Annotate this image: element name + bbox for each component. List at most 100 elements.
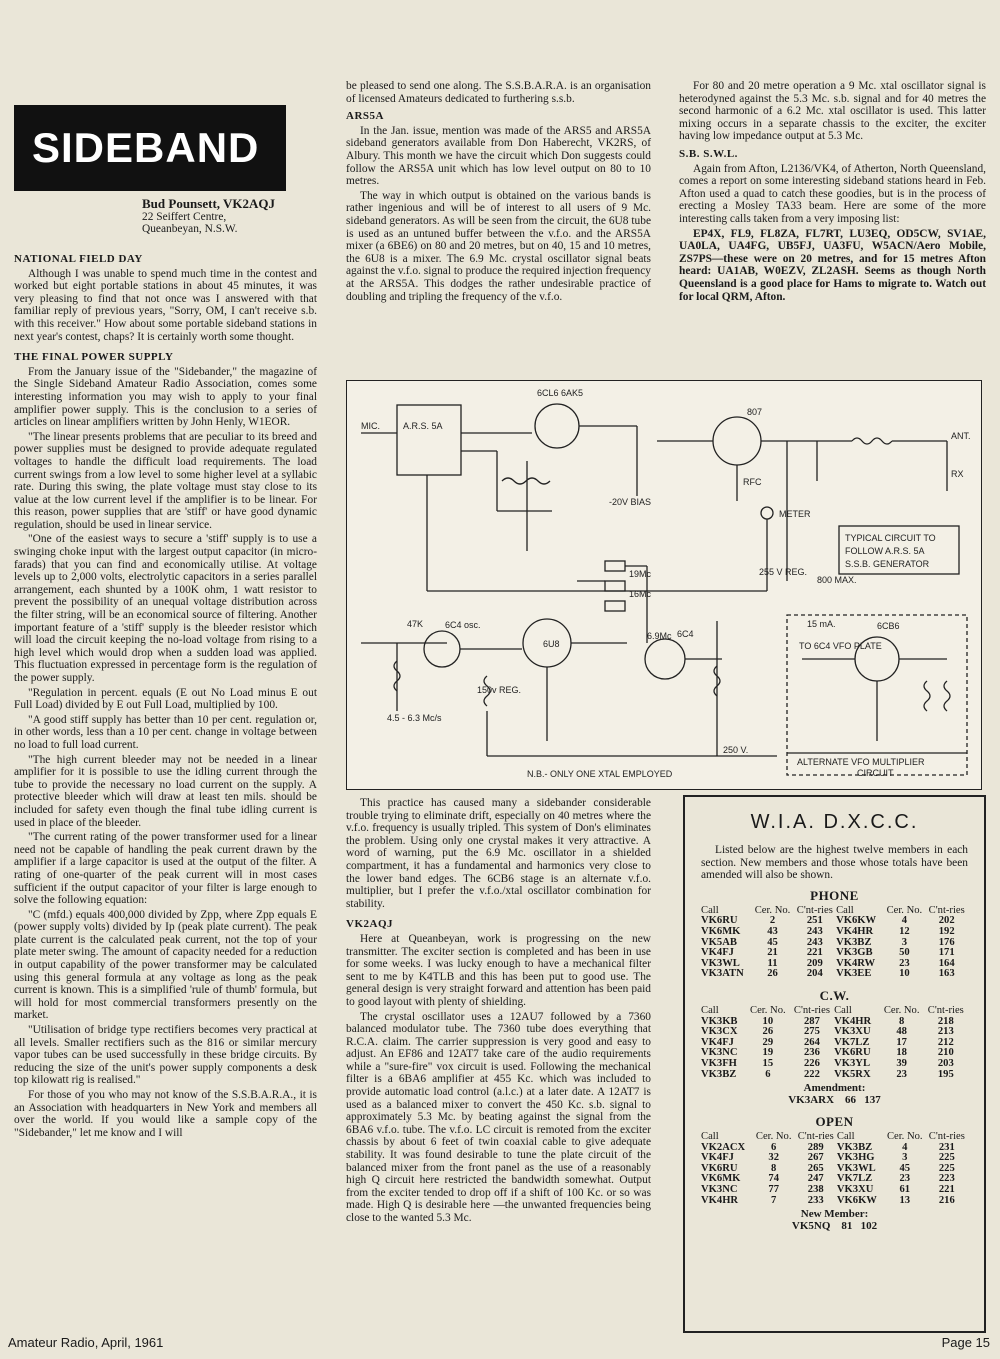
paragraph: From the January issue of the "Sidebande… [14,365,317,429]
table-cell: 225 [938,1162,955,1174]
column-2-bottom: This practice has caused many a sideband… [346,797,651,1227]
table-cell: VK7LZ [834,1036,870,1048]
table-cell: 210 [937,1047,954,1059]
table-cell: 77 [768,1184,779,1196]
table-cell: 8 [899,1015,905,1027]
schematic-label: RX [951,469,964,479]
new-member-countries: 102 [860,1220,878,1233]
column-1: NATIONAL FIELD DAY Although I was unable… [14,248,317,1141]
table-cell: VK2ACX [701,1141,746,1153]
schematic-label: 6C4 [677,629,694,639]
table-cell: 26 [767,968,778,980]
column-header: C'nt-ries [797,1131,834,1143]
circuit-schematic: MIC. A.R.S. 5A 6CL6 6AK5 807 -20V BIAS M… [346,380,982,790]
dxcc-box: W.I.A. D.X.C.C. Listed below are the hig… [683,795,986,1333]
table-cell: VK6KW [836,1194,877,1206]
column-header: Cer. No. [755,1131,792,1143]
table-cell: 243 [806,936,823,948]
section-banner: SIDEBAND [14,105,286,191]
schematic-label: 6CB6 [877,621,900,631]
paragraph: Here at Queanbeyan, work is progressing … [346,932,651,1008]
table-cell: 171 [938,947,955,959]
table-cell: 221 [806,947,823,959]
table-cell: 43 [767,925,778,937]
table-cell: 264 [803,1036,820,1048]
table-cell: 164 [938,957,955,969]
table-cell: 23 [899,1173,911,1185]
heading-final-power-supply: THE FINAL POWER SUPPLY [14,351,174,364]
table-cell: 15 [762,1057,774,1069]
table-cell: 267 [807,1152,824,1164]
footer-publication: Amateur Radio, April, 1961 [8,1335,164,1350]
table-cell: VK3BZ [836,1141,873,1153]
column-header: Cer. No. [886,1131,923,1143]
table-cell: 203 [937,1057,954,1069]
paragraph: Although I was unable to spend much time… [14,267,317,343]
table-cell: 50 [899,947,910,959]
table-cell: 4 [901,915,908,927]
table-cell: 195 [937,1068,954,1080]
schematic-label: FOLLOW A.R.S. 5A [845,546,925,556]
table-cell: 18 [896,1047,907,1059]
table-cell: 221 [938,1184,955,1196]
table-cell: 3 [902,1152,908,1164]
table-cell: 226 [803,1057,820,1069]
column-header: Cer. No. [883,1004,920,1016]
column-3-top: For 80 and 20 metre operation a 9 Mc. xt… [679,80,986,305]
table-cell: 8 [771,1162,777,1174]
schematic-label: 6.9Mc [647,631,672,641]
heading-ars5a: ARS5A [346,110,384,123]
table-cell: 48 [896,1026,907,1038]
table-cell: 231 [938,1141,955,1153]
byline-address-1: 22 Seiffert Centre, [142,210,227,223]
table-cell: 45 [899,1162,911,1174]
table-cell: VK6KW [836,915,877,927]
column-header: Call [836,1131,855,1143]
phone-section-title: PHONE [810,887,859,903]
table-cell: 11 [767,957,778,969]
table-cell: VK6RU [834,1047,871,1059]
paragraph: "One of the easiest ways to secure a 'st… [14,533,317,684]
table-cell: VK3KB [701,1015,738,1027]
schematic-label: 47K [407,619,423,629]
table-cell: 204 [806,968,823,980]
table-cell: VK5RX [834,1068,871,1080]
table-cell: VK7LZ [836,1173,873,1185]
schematic-label: METER [779,509,811,519]
schematic-label: 255 V REG. [759,567,807,577]
column-header: C'nt-ries [927,1004,964,1016]
table-cell: 265 [807,1162,824,1174]
table-cell: 21 [767,947,778,959]
table-cell: VK6MK [701,925,741,937]
table-cell: 13 [899,1194,911,1206]
amendment-number: 66 [845,1094,857,1107]
table-cell: 10 [899,968,910,980]
table-cell: 247 [807,1173,824,1185]
schematic-label: -20V BIAS [609,497,651,507]
column-header: C'nt-ries [928,1131,965,1143]
table-cell: 213 [937,1026,954,1038]
paragraph: This practice has caused many a sideband… [346,797,651,910]
table-cell: 225 [938,1152,955,1164]
table-cell: 238 [807,1184,824,1196]
table-cell: 10 [762,1015,774,1027]
table-cell: 17 [896,1036,907,1048]
new-member-title: New Member: [800,1208,869,1221]
table-cell: VK3ATN [701,968,744,980]
column-header: Cer. No. [750,1004,786,1016]
heading-national-field-day: NATIONAL FIELD DAY [14,253,143,265]
schematic-label: 150v REG. [477,685,521,695]
column-header: C'nt-ries [793,1004,830,1016]
table-cell: 216 [938,1194,955,1206]
column-header: Call [701,1004,719,1016]
paragraph: "Utilisation of bridge type rectifiers b… [14,1024,317,1087]
table-cell: VK3EE [836,968,872,980]
column-header: Call [836,904,854,916]
paragraph: The way in which output is obtained on t… [346,189,651,303]
schematic-label: 807 [747,407,762,417]
